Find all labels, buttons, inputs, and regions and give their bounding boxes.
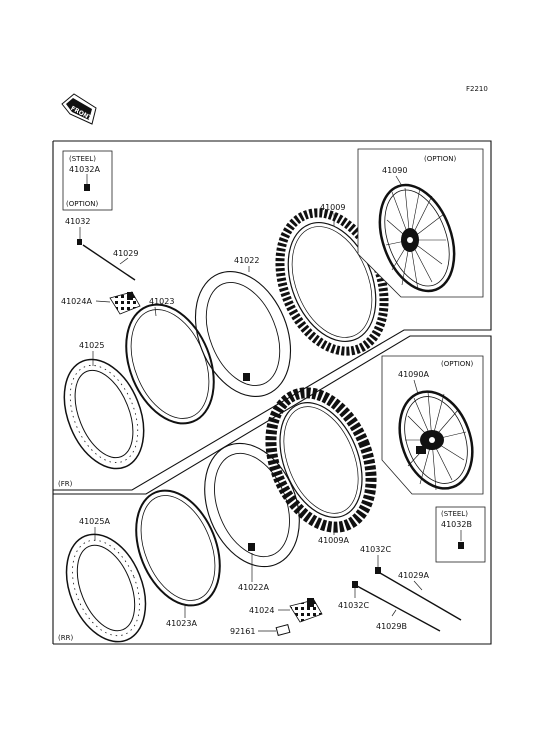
part-label-41032a: 41032A: [69, 165, 100, 174]
rim-band-41023: [125, 303, 215, 425]
inset-steel-41032a: (STEEL) 41032A (OPTION): [62, 150, 113, 211]
part-label-41009: 41009: [320, 203, 345, 212]
inset-option-41090: (OPTION) 41090: [357, 148, 484, 298]
tire-41009a: [265, 387, 377, 533]
rim-41025a: [65, 533, 147, 643]
inset-option-label: (OPTION): [441, 360, 474, 368]
spoke-41029a: [379, 572, 462, 621]
figure-code: F2210: [466, 85, 488, 93]
rim-band-41023a: [135, 489, 221, 607]
inset-option-41090a: (OPTION) 41090A: [381, 355, 484, 495]
part-label-41023a: 41023A: [166, 619, 197, 628]
nipple-41032c-top-icon: [375, 567, 381, 574]
spoke-41029: [82, 244, 136, 281]
diagram-frame: [52, 140, 492, 645]
part-label-92161: 92161: [230, 627, 255, 636]
inset-steel-41032b: (STEEL) 41032B: [435, 506, 486, 563]
part-label-41029a: 41029A: [398, 571, 429, 580]
section-label-rear: (RR): [58, 634, 73, 642]
part-label-41009a: 41009A: [318, 536, 349, 545]
part-label-41032b: 41032B: [441, 520, 472, 529]
bolt-icon: [84, 184, 90, 191]
front-arrow-icon: FRONT: [61, 93, 97, 125]
spoke-41029b: [356, 585, 441, 632]
part-label-41029b: 41029B: [376, 622, 407, 631]
part-label-41090: 41090: [382, 166, 407, 175]
bolt-41032-icon: [77, 239, 82, 245]
inset-steel-label: (STEEL): [69, 155, 96, 163]
part-label-41023: 41023: [149, 297, 174, 306]
rim-41025: [63, 358, 145, 470]
inset-option-label: (OPTION): [66, 200, 99, 208]
tube-41022: [194, 270, 292, 398]
part-label-41032: 41032: [65, 217, 90, 226]
part-label-41032c-top: 41032C: [360, 545, 391, 554]
part-label-41025: 41025: [79, 341, 104, 350]
rim-lock-41024: [289, 598, 323, 623]
wheel-41090a-icon: [398, 390, 474, 491]
part-label-41025a: 41025A: [79, 517, 110, 526]
section-label-front: (FR): [58, 480, 73, 488]
part-label-41024a: 41024A: [61, 297, 92, 306]
part-label-41024: 41024: [249, 606, 274, 615]
tube-41022a: [204, 442, 300, 568]
part-label-41090a: 41090A: [398, 370, 429, 379]
part-label-41022: 41022: [234, 256, 259, 265]
part-label-41032c-bottom: 41032C: [338, 601, 369, 610]
rim-lock-41024a: [109, 291, 141, 315]
nipple-41032c-bottom-icon: [352, 581, 358, 588]
washer-92161-icon: [275, 623, 291, 637]
part-label-41022a: 41022A: [238, 583, 269, 592]
part-label-41029: 41029: [113, 249, 138, 258]
bolt-41032b-icon: [458, 542, 464, 549]
inset-option-label: (OPTION): [424, 155, 457, 163]
inset-steel-label: (STEEL): [441, 510, 468, 518]
wheel-41090-icon: [378, 183, 456, 293]
